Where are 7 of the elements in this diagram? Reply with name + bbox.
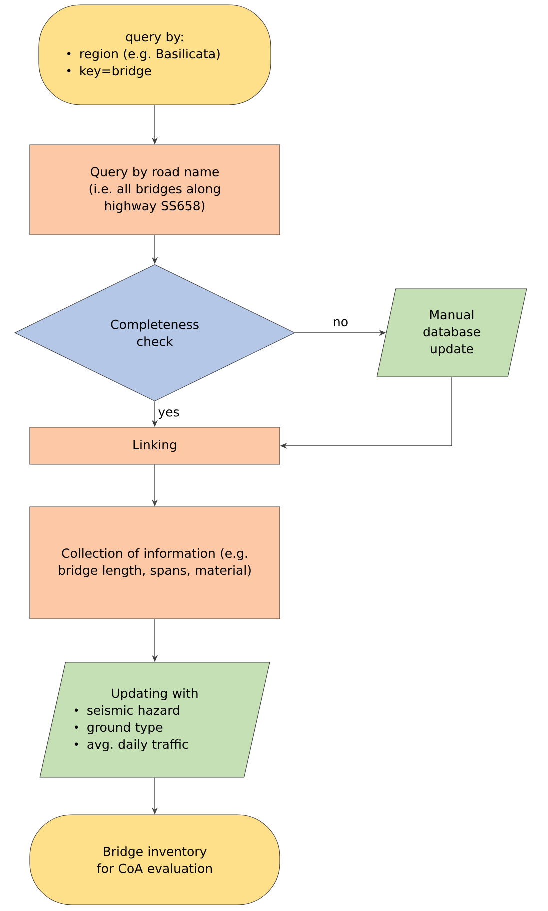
process-box: Linking (30, 427, 280, 465)
process-box: Query by road name (i.e. all bridges along highway SS658) (30, 144, 280, 236)
end-terminal: Bridge inventory for CoA evaluation (30, 814, 280, 906)
process-box: Collection of information (e.g. bridge length, spans, material) (30, 506, 280, 620)
start-terminal: query by: region (e.g. Basilicata) key=bridge (38, 4, 272, 106)
edge-label: no (332, 318, 350, 328)
edge-label: yes (157, 408, 181, 420)
